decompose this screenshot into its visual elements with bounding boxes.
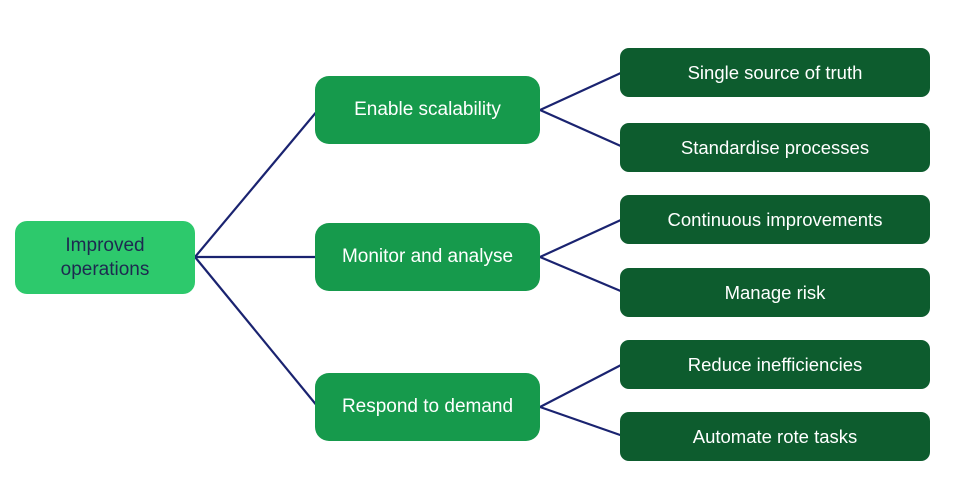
branch-node-label: Respond to demand	[341, 396, 514, 417]
branch-node-monitor-and-analyse: Monitor and analyse	[315, 223, 540, 291]
leaf-node-automate-rote-tasks: Automate rote tasks	[620, 412, 930, 461]
leaf-node-label: Reduce inefficiencies	[687, 353, 863, 375]
branch-node-label: Enable scalability	[354, 99, 501, 120]
leaf-node-single-source-of-truth: Single source of truth	[620, 48, 930, 97]
leaf-node-manage-risk: Manage risk	[620, 268, 930, 317]
root-node-improved-operations: Improved operations	[15, 221, 195, 294]
leaf-node-continuous-improvements: Continuous improvements	[620, 195, 930, 244]
leaf-node-reduce-inefficiencies: Reduce inefficiencies	[620, 340, 930, 389]
leaf-node-label: Manage risk	[724, 281, 826, 303]
root-node-label: Improved operations	[60, 234, 150, 280]
leaf-node-label: Automate rote tasks	[692, 425, 858, 447]
leaf-node-standardise-processes: Standardise processes	[620, 123, 930, 172]
leaf-node-label: Standardise processes	[680, 136, 870, 158]
branch-node-label: Monitor and analyse	[341, 246, 514, 267]
branch-node-enable-scalability: Enable scalability	[315, 76, 540, 144]
leaf-node-label: Single source of truth	[687, 61, 863, 83]
branch-node-respond-to-demand: Respond to demand	[315, 373, 540, 441]
leaf-node-label: Continuous improvements	[667, 208, 883, 230]
